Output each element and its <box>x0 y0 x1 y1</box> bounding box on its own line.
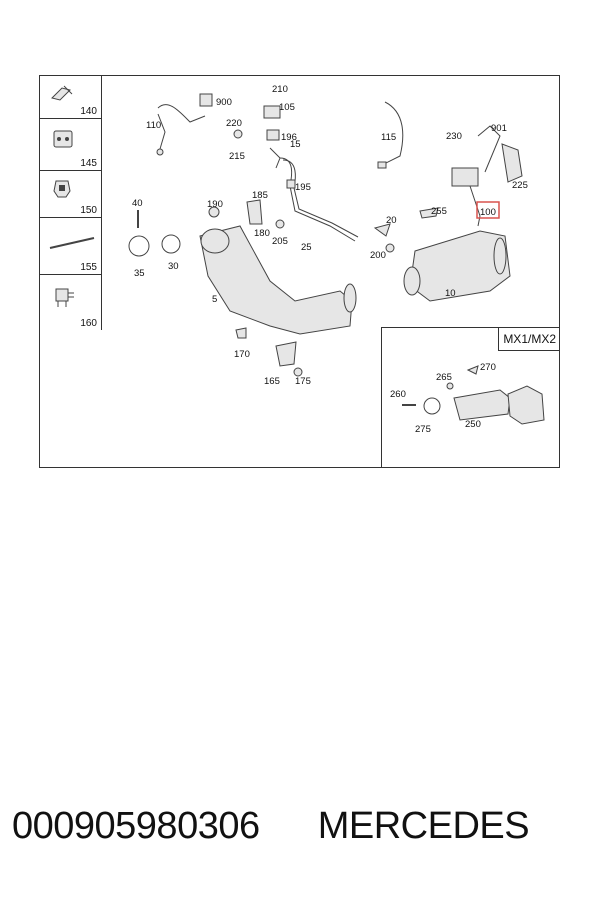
callout-900[interactable]: 900 <box>216 97 232 108</box>
side-item-155[interactable]: 155 <box>40 218 101 275</box>
bracket-icon <box>53 180 71 198</box>
clamp-35 <box>128 235 150 257</box>
converter-inlet-5 <box>200 228 230 254</box>
pipe-25-inner <box>282 159 359 238</box>
callout-195[interactable]: 195 <box>295 182 311 193</box>
callout-15[interactable]: 15 <box>290 139 301 150</box>
pipe-25 <box>279 157 356 242</box>
callout-175[interactable]: 175 <box>295 376 311 387</box>
callout-30[interactable]: 30 <box>168 261 179 272</box>
callout-210[interactable]: 210 <box>272 84 288 95</box>
sensor-line-110 <box>157 113 166 150</box>
sensor-230 <box>451 167 479 187</box>
exploded-view: 900 210 205 110 105 220 196 215 15 195 1… <box>128 84 528 387</box>
callout-25[interactable]: 25 <box>301 242 312 253</box>
callout-255[interactable]: 255 <box>431 206 447 217</box>
sensor-105 <box>263 105 281 119</box>
bracket-165 <box>275 341 297 367</box>
inset-callout-265[interactable]: 265 <box>436 372 452 383</box>
nut-175 <box>293 367 303 377</box>
bracket-225 <box>501 143 523 183</box>
converter-outlet-5 <box>343 283 357 313</box>
nut-220 <box>233 129 243 139</box>
inset-title: MX1/MX2 <box>498 328 560 351</box>
side-item-160[interactable]: 160 <box>40 275 101 330</box>
callout-110[interactable]: 110 <box>146 120 161 131</box>
callout-165[interactable]: 165 <box>264 376 280 387</box>
callout-10[interactable]: 10 <box>445 288 456 299</box>
gasket-275 <box>423 397 441 415</box>
callout-40[interactable]: 40 <box>132 198 143 209</box>
inset-callout-270[interactable]: 270 <box>480 362 496 373</box>
callout-115[interactable]: 115 <box>381 132 396 143</box>
gasket-icon <box>53 130 73 148</box>
callout-180[interactable]: 180 <box>254 228 270 239</box>
callout-105[interactable]: 105 <box>279 102 295 113</box>
filter-inlet-10 <box>403 266 421 296</box>
nut-265 <box>446 382 454 390</box>
callout-205[interactable]: 205 <box>272 236 288 247</box>
brand-name: MERCEDES <box>317 805 530 847</box>
side-item-140[interactable]: 140 <box>40 76 101 119</box>
footer-caption: 000905980306 MERCEDES <box>12 805 592 860</box>
line-100 <box>469 185 481 227</box>
clip-270 <box>466 365 479 375</box>
callout-230[interactable]: 230 <box>446 131 462 142</box>
sensor-plug-900 <box>199 93 213 107</box>
sensor-196 <box>266 129 280 141</box>
clip-icon <box>51 85 73 101</box>
callout-20[interactable]: 20 <box>386 215 397 226</box>
callout-220[interactable]: 220 <box>226 118 242 129</box>
ring-30 <box>161 234 181 254</box>
sensor-cable-110 <box>157 104 206 123</box>
inset-callout-275[interactable]: 275 <box>415 424 431 435</box>
nut-205 <box>275 219 285 229</box>
sensor-cable-115 <box>379 101 404 167</box>
clip-20 <box>373 223 391 237</box>
part-number: 000905980306 <box>12 805 260 847</box>
callout-196[interactable]: 196 <box>281 132 297 143</box>
parts-sidebar: 140 145 150 155 1 <box>40 76 102 330</box>
nut-190 <box>208 206 220 218</box>
rod-icon <box>49 237 95 249</box>
inset-callout-250[interactable]: 250 <box>465 419 481 430</box>
callout-100[interactable]: 100 <box>480 207 496 218</box>
sensor-tip-115 <box>377 161 387 169</box>
connector-icon <box>55 288 74 307</box>
diagram-frame: 140 145 150 155 1 <box>39 75 560 468</box>
callout-215[interactable]: 215 <box>229 151 245 162</box>
side-item-145[interactable]: 145 <box>40 119 101 171</box>
callout-35[interactable]: 35 <box>134 268 145 279</box>
sensor-tip-110 <box>156 148 164 156</box>
converter-250 <box>453 389 511 421</box>
nut-200 <box>385 243 395 253</box>
inset-callout-260[interactable]: 260 <box>390 389 406 400</box>
callout-5[interactable]: 5 <box>212 294 217 305</box>
callout-225[interactable]: 225 <box>512 180 528 191</box>
bracket-170 <box>235 327 247 339</box>
callout-190[interactable]: 190 <box>207 199 223 210</box>
clip-255 <box>419 207 439 219</box>
highlight-box-100 <box>476 201 500 219</box>
filter-outlet-10 <box>493 237 507 275</box>
callout-170[interactable]: 170 <box>234 349 250 360</box>
side-item-150[interactable]: 150 <box>40 171 101 218</box>
clamp-195 <box>286 179 296 189</box>
turbo-housing-250 <box>507 385 545 425</box>
hose-15 <box>269 147 281 169</box>
bracket-185 <box>246 199 263 225</box>
callout-200[interactable]: 200 <box>370 250 386 261</box>
cable-901 <box>477 125 501 173</box>
callout-901[interactable]: 901 <box>491 123 507 134</box>
inset-drawing: 270 265 260 275 250 <box>390 362 545 435</box>
variant-inset: MX1/MX2 270 265 260 275 250 <box>381 327 560 468</box>
callout-185[interactable]: 185 <box>252 190 268 201</box>
converter-5 <box>199 225 353 335</box>
